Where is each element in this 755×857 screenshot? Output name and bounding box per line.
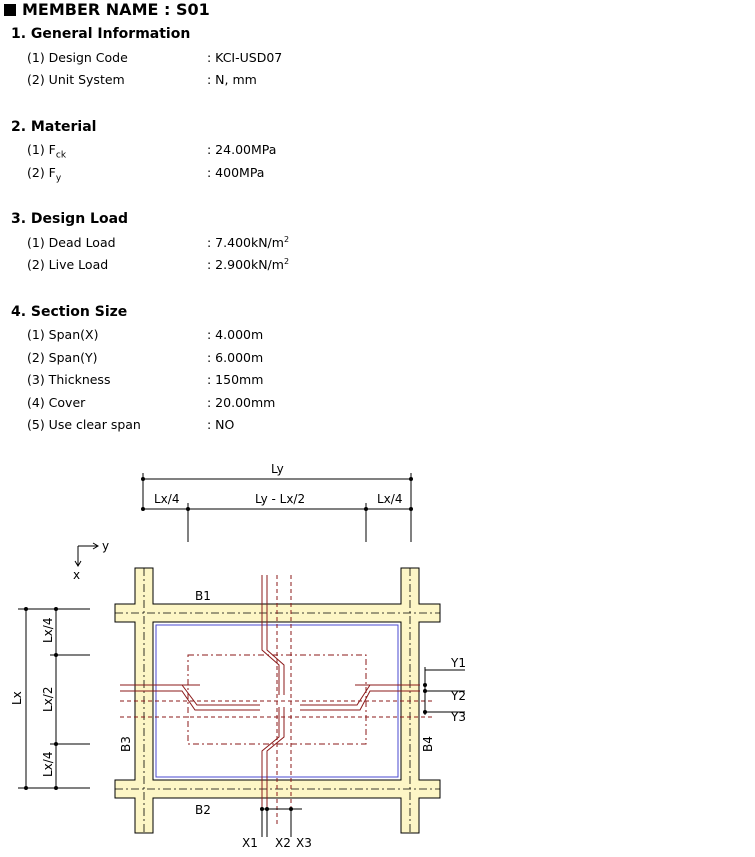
dim-ly-lx2-label: Ly - Lx/2 xyxy=(255,492,305,506)
row-label: (2) Span(Y) xyxy=(27,350,98,365)
row-label: (4) Cover xyxy=(27,395,86,410)
section-load-heading: 3. Design Load xyxy=(11,211,129,227)
strip-y2-label: Y2 xyxy=(450,689,466,703)
row-label: (5) Use clear span xyxy=(27,417,141,432)
row-fy: (2) Fy: 400MPa xyxy=(27,165,264,184)
row-value: : 2.900kN/m2 xyxy=(207,257,289,272)
label-prefix: (1) F xyxy=(27,142,56,157)
dim-lx4-top-label: Lx/4 xyxy=(41,618,55,643)
member-name-title: MEMBER NAME : S01 xyxy=(4,0,210,19)
dim-lx4-bottom-label: Lx/4 xyxy=(41,752,55,777)
row-value: : 150mm xyxy=(207,372,264,387)
dim-lx4-left-label: Lx/4 xyxy=(154,492,179,506)
unit-superscript: 2 xyxy=(283,235,290,244)
row-label: (2) Unit System xyxy=(27,72,125,87)
strip-x1-label: X1 xyxy=(242,836,258,850)
rebar-strips xyxy=(120,575,435,827)
label-prefix: (2) F xyxy=(27,165,56,180)
row-design-code: (1) Design Code : KCI-USD07 xyxy=(27,50,282,65)
top-dimension-ticks xyxy=(141,477,413,511)
strip-y1-label: Y1 xyxy=(450,656,466,670)
row-live-load: (2) Live Load : 2.900kN/m2 xyxy=(27,257,289,272)
row-label: (3) Thickness xyxy=(27,372,111,387)
row-value: : 24.00MPa xyxy=(207,142,277,157)
dim-lx2-label: Lx/2 xyxy=(41,687,55,712)
x-strip-leader-dots xyxy=(260,807,293,811)
row-value: : KCI-USD07 xyxy=(207,50,283,65)
row-unit-system: (2) Unit System : N, mm xyxy=(27,72,257,87)
label-subscript: y xyxy=(55,173,62,184)
row-label: (1) Design Code xyxy=(27,50,128,65)
value-text: : 7.400kN/m xyxy=(207,235,284,251)
axis-indicator xyxy=(74,542,99,567)
y-strip-leader-dots xyxy=(423,683,427,714)
beam-b4-label: B4 xyxy=(421,736,435,752)
row-span-y: (2) Span(Y) : 6.000m xyxy=(27,350,263,365)
row-value: : NO xyxy=(207,417,235,432)
row-value: : 400MPa xyxy=(207,165,265,180)
strip-x2-label: X2 xyxy=(275,836,291,850)
row-value: : 7.400kN/m2 xyxy=(207,235,289,250)
beam-b1-label: B1 xyxy=(195,589,211,603)
row-dead-load: (1) Dead Load : 7.400kN/m2 xyxy=(27,235,289,250)
section-size-heading: 4. Section Size xyxy=(11,304,128,320)
beam-b2-label: B2 xyxy=(195,803,211,817)
section-general-heading: 1. General Information xyxy=(11,26,191,42)
row-value: : N, mm xyxy=(207,72,257,87)
strip-x3-label: X3 xyxy=(296,836,312,850)
row-cover: (4) Cover : 20.00mm xyxy=(27,395,275,410)
row-value: : 6.000m xyxy=(207,350,264,365)
dim-lx4-right-label: Lx/4 xyxy=(377,492,402,506)
dim-ly-label: Ly xyxy=(271,462,284,476)
axis-x-label: x xyxy=(73,568,80,582)
dim-lx-label: Lx xyxy=(10,691,24,705)
row-span-x: (1) Span(X) : 4.000m xyxy=(27,327,263,342)
row-label: (1) Fck xyxy=(27,142,207,161)
row-value: : 4.000m xyxy=(207,327,264,342)
axis-y-label: y xyxy=(102,539,109,553)
label-subscript: ck xyxy=(55,150,67,161)
row-label: (1) Span(X) xyxy=(27,327,99,342)
beam-b3-label: B3 xyxy=(119,736,133,752)
x-strip-leaders xyxy=(261,808,302,837)
strip-y3-label: Y3 xyxy=(450,710,466,724)
row-fck: (1) Fck: 24.00MPa xyxy=(27,142,276,161)
row-label: (1) Dead Load xyxy=(27,235,116,251)
unit-superscript: 2 xyxy=(283,257,290,266)
member-name-text: MEMBER NAME : S01 xyxy=(22,0,210,19)
square-bullet-icon xyxy=(4,4,16,16)
value-text: : 2.900kN/m xyxy=(207,257,284,273)
left-dimension-ticks xyxy=(24,607,58,790)
top-dimension xyxy=(142,473,412,542)
row-clear-span: (5) Use clear span : NO xyxy=(27,417,234,432)
section-material-heading: 2. Material xyxy=(11,119,97,135)
row-thickness: (3) Thickness : 150mm xyxy=(27,372,263,387)
slab-plan-drawing: Ly Lx/4 Ly - Lx/2 Lx/4 y x Lx Lx/4 Lx/2 … xyxy=(10,462,466,850)
row-label: (2) Fy xyxy=(27,165,207,184)
row-label: (2) Live Load xyxy=(27,257,109,273)
row-value: : 20.00mm xyxy=(207,395,276,410)
